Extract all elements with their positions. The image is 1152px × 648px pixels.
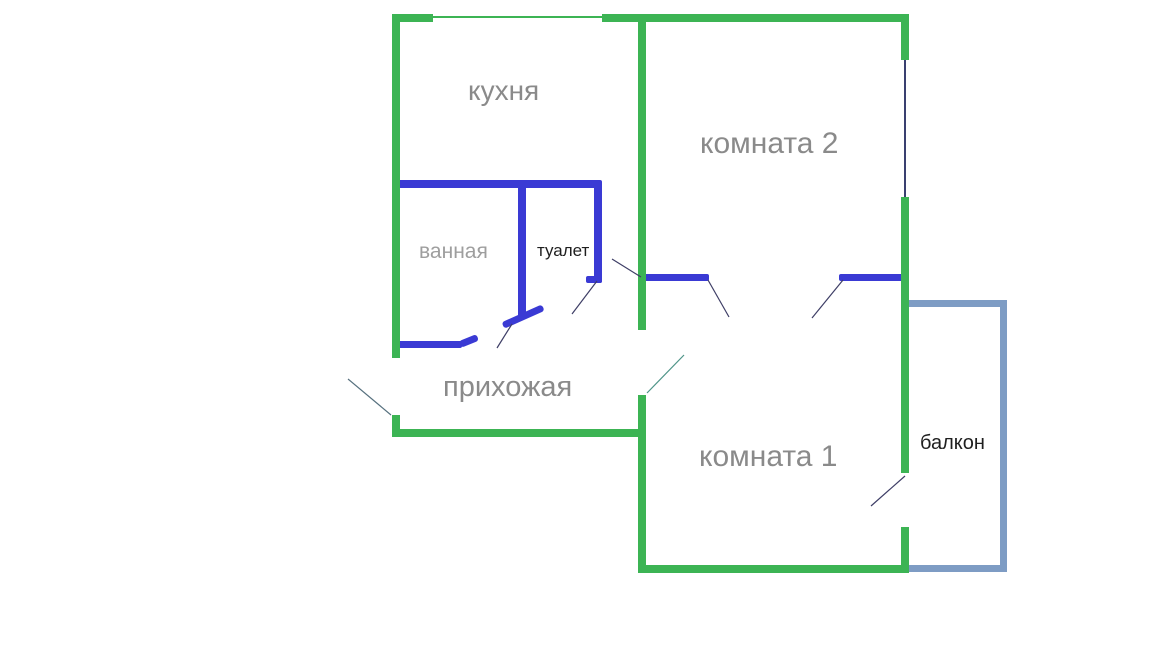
- toilet-door-jamb: [586, 276, 602, 283]
- bathroom-wall-end-cap: [458, 334, 479, 348]
- toilet-wall-right: [594, 180, 602, 283]
- balcony-label: балкон: [920, 432, 985, 454]
- middle-wall-upper: [638, 14, 646, 330]
- entrance-door-swing: [347, 378, 392, 416]
- toilet-label: туалет: [537, 241, 590, 260]
- bathroom-wall-top: [392, 180, 600, 188]
- bathroom-wall-bottom: [392, 341, 462, 348]
- bathroom-toilet-divider: [518, 180, 526, 317]
- room1-wall-bottom: [638, 565, 909, 573]
- kitchen-label: кухня: [468, 75, 540, 106]
- balcony-wall-right: [1000, 300, 1007, 572]
- kitchen-door-swing: [611, 258, 642, 278]
- outer-wall-top-right-segment: [602, 14, 909, 22]
- balcony-wall-bottom: [905, 565, 1007, 572]
- hallway-wall-bottom: [392, 429, 646, 437]
- room2-window: [904, 60, 906, 197]
- room1-door-swing: [646, 354, 685, 394]
- outer-wall-left: [392, 14, 400, 358]
- outer-wall-right-bottom: [901, 527, 909, 573]
- entrance-door-jamb: [392, 415, 400, 437]
- rooms-divider-wall-left: [638, 274, 709, 281]
- outer-wall-top-left-segment: [392, 14, 433, 22]
- outer-wall-right-top: [901, 14, 909, 60]
- room2-door-swing-left: [707, 279, 730, 318]
- middle-wall-lower: [638, 395, 646, 573]
- toilet-door-swing: [571, 280, 598, 315]
- hallway-label: прихожая: [443, 371, 573, 403]
- balcony-door-swing: [870, 475, 906, 507]
- room1-label: комната 1: [699, 440, 838, 473]
- rooms-divider-wall-right: [839, 274, 906, 281]
- kitchen-window: [433, 16, 602, 18]
- room2-label: комната 2: [700, 127, 839, 160]
- outer-wall-right-middle: [901, 197, 909, 473]
- bathroom-label: ванная: [419, 240, 488, 263]
- balcony-wall-top: [901, 300, 1007, 307]
- room2-door-swing-right: [811, 279, 844, 319]
